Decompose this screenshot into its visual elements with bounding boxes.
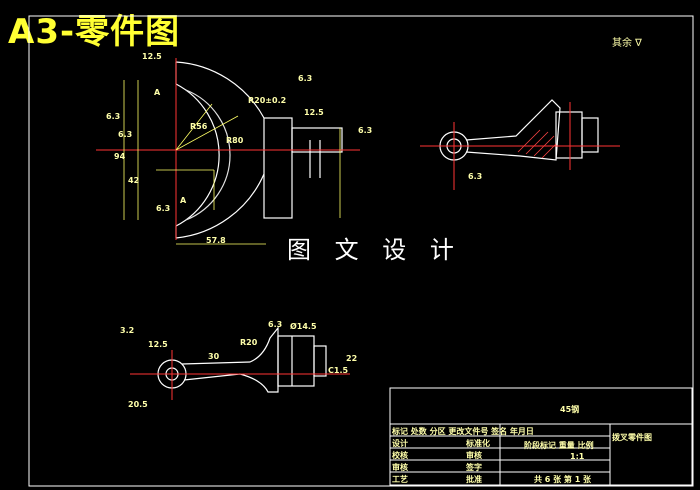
tb-approve: 批准: [466, 475, 482, 484]
dim-label: Ø14.5: [290, 322, 317, 331]
dim-line-d: [175, 103, 213, 151]
tb-material: 45钢: [560, 405, 580, 414]
dim-label: 6.3: [298, 74, 313, 83]
bottom-view-arm: [181, 326, 279, 393]
hub-slot: [291, 127, 343, 153]
tb-drawing-name: 拨叉零件图: [612, 433, 652, 442]
dim-label: 6.3: [468, 172, 483, 181]
dim-label: 12.5: [304, 108, 324, 117]
right-view-centerlines: [420, 102, 620, 190]
dim-label: 6.3: [358, 126, 373, 135]
tb-stage-mark: 阶段标记 重量 比例: [524, 441, 594, 450]
dim-label: A: [154, 88, 161, 97]
right-view-hatch: [517, 129, 557, 159]
tb-header-row: 标记 处数 分区 更改文件号 签名 年月日: [392, 427, 534, 436]
tb-design: 设计: [392, 439, 408, 448]
fork-outer-arc: [175, 61, 265, 119]
tb-scale-value: 1:1: [570, 452, 585, 461]
hatch-2: [525, 131, 549, 155]
tb-check: 校核: [392, 451, 408, 460]
roughness-note: 其余 ∇: [612, 38, 642, 49]
hatch-1: [517, 129, 541, 153]
main-view: [175, 61, 343, 239]
main-view-centerlines: [96, 58, 360, 240]
dim-label: 12.5: [142, 52, 162, 61]
dim-label: 6.3: [156, 204, 171, 213]
title-block-grid: [389, 387, 693, 486]
drawing-frame: [28, 15, 694, 487]
hub-body: [263, 117, 293, 219]
tb-audit: 审核: [466, 451, 482, 460]
roughness-note-text: 其余: [612, 38, 632, 49]
right-view-arm: [465, 99, 561, 161]
dim-label: R56: [190, 122, 208, 131]
bottom-view-hub: [277, 335, 315, 387]
dim-label: 30: [208, 352, 220, 361]
dim-label: 12.5: [148, 340, 168, 349]
watermark-text: 图 文 设 计: [287, 236, 462, 264]
dim-label: A: [180, 196, 187, 205]
bottom-view-centerlines: [130, 350, 350, 400]
dim-line-e: [175, 115, 239, 151]
dim-label: C1.5: [328, 366, 349, 375]
right-view-hub: [555, 111, 583, 159]
drawing-title: A3-零件图: [8, 12, 181, 52]
tb-standardize: 标准化: [466, 439, 490, 448]
dim-label: 6.3: [118, 130, 133, 139]
dim-label: R20±0.2: [248, 96, 287, 105]
dim-label: 57.8: [206, 236, 226, 245]
fork-outer-arc-lower: [175, 173, 265, 239]
dim-label: 3.2: [120, 326, 135, 335]
dim-label: R80: [226, 136, 244, 145]
dim-label: R20: [240, 338, 258, 347]
fork-inner-arc-2: [185, 89, 231, 221]
dim-label: 6.3: [106, 112, 121, 121]
bottom-view-hub-end: [313, 345, 327, 377]
dim-label: 20.5: [128, 400, 148, 409]
dim-label: 42: [128, 176, 140, 185]
dim-label: 6.3: [268, 320, 283, 329]
tb-sheets: 共 6 张 第 1 张: [534, 475, 592, 484]
dim-label: 94: [114, 152, 126, 161]
dim-label: 22: [346, 354, 358, 363]
fork-inner-arc: [175, 83, 220, 227]
main-view-dim-lines: [123, 80, 341, 245]
tb-craft: 工艺: [392, 475, 408, 484]
right-view-hub-end: [581, 117, 599, 153]
tb-process-review: 审核: [392, 463, 408, 472]
tb-sign: 签字: [466, 463, 482, 472]
